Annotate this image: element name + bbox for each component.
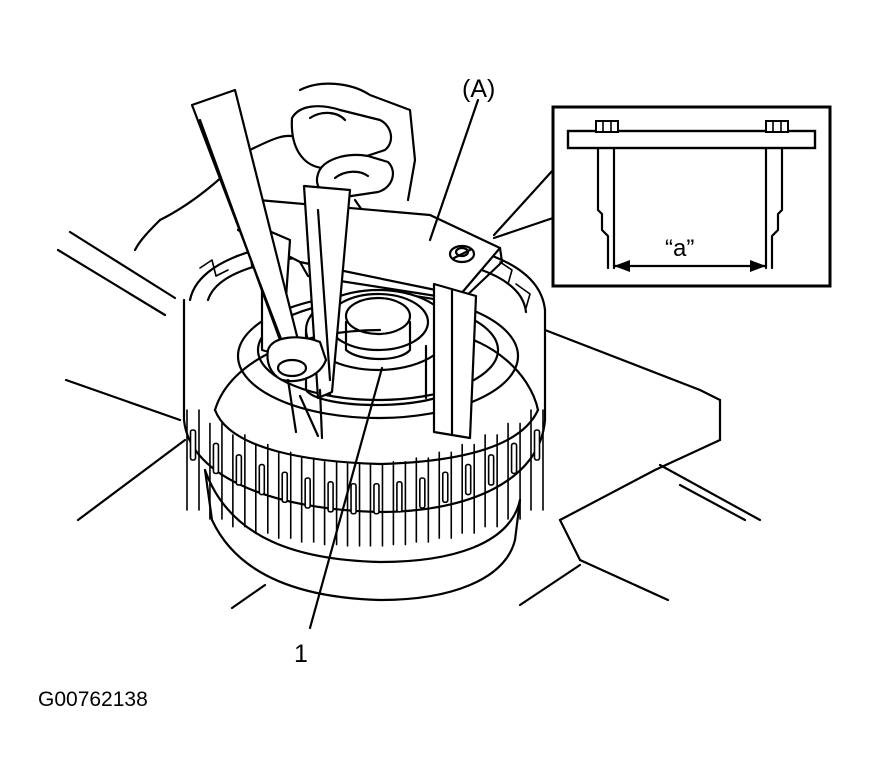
spline-slot — [189, 429, 197, 461]
spline-slot — [327, 481, 334, 513]
spline-tooth — [461, 443, 475, 534]
spline-tooth — [484, 434, 498, 528]
clutch-drum — [182, 236, 547, 602]
spline-tooth — [530, 409, 544, 511]
spline-slot — [533, 429, 541, 461]
label-tool-a: (A) — [462, 75, 495, 103]
spline-slot — [235, 454, 243, 486]
spline-slot — [396, 481, 403, 513]
spline-tooth — [369, 462, 384, 547]
spline-slot — [212, 442, 220, 475]
spline-slot — [487, 454, 495, 486]
figure-code: G00762138 — [38, 688, 148, 711]
spline-tooth — [209, 422, 223, 520]
spline-slot — [281, 471, 289, 504]
work-bench — [56, 230, 762, 610]
spline-tooth — [438, 451, 453, 539]
spline-slot — [510, 442, 518, 475]
detail-inset — [492, 105, 832, 288]
spline-slot — [419, 477, 426, 509]
spline-slot — [304, 477, 311, 509]
spline-tooth — [415, 457, 430, 543]
spline-tooth — [186, 409, 200, 511]
spline-tooth — [232, 434, 246, 528]
leader-lines — [308, 98, 480, 630]
spline-slot — [441, 471, 449, 504]
spline-slot — [373, 482, 380, 515]
spline-tooth — [255, 443, 269, 534]
spline-tooth — [277, 451, 292, 539]
spline-tooth — [346, 462, 361, 547]
pliers — [190, 88, 352, 440]
spline-slot — [350, 482, 357, 515]
spline-slot — [464, 463, 472, 496]
spline-tooth — [392, 461, 407, 546]
label-part-1: 1 — [294, 640, 308, 668]
drum-splines — [186, 409, 544, 547]
spline-tooth — [507, 422, 521, 520]
spline-slot — [258, 463, 266, 496]
label-dimension-a: “a” — [665, 235, 694, 262]
spline-tooth — [300, 457, 315, 543]
